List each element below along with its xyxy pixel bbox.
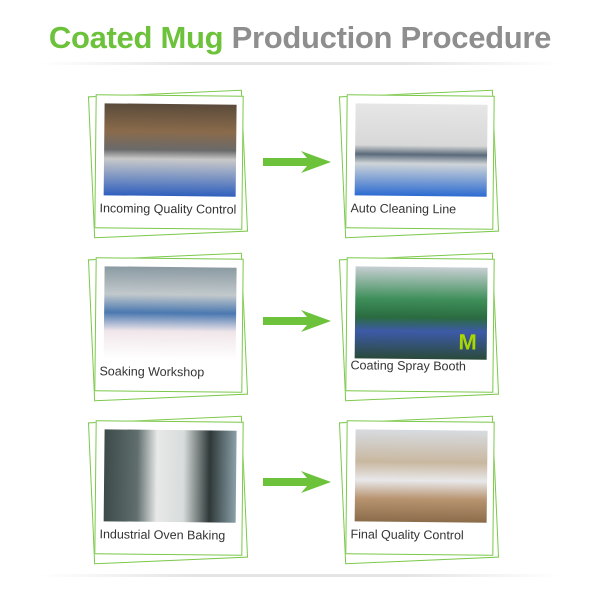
step-label: Coating Spray Booth [350, 358, 467, 374]
step-label: Soaking Workshop [99, 364, 205, 380]
watermark-logo: M [458, 329, 477, 355]
step-card-soaking-workshop: Soaking Workshop [87, 252, 249, 402]
arrow-right-icon [263, 151, 331, 173]
step-card-incoming-quality-control: Incoming Quality Control [87, 89, 249, 239]
step-card-final-quality-control: Final Quality Control [338, 415, 500, 565]
card-front-frame: Final Quality Control [345, 420, 495, 556]
step-label: Incoming Quality Control [99, 201, 237, 217]
photo-auto-cleaning-line [354, 103, 488, 197]
arrow-right-icon [263, 310, 331, 332]
step-label: Final Quality Control [350, 527, 464, 543]
photo-final-quality-control [354, 429, 488, 523]
arrow-right-icon [263, 471, 331, 493]
title-rest: Production Procedure [231, 20, 552, 55]
bottom-divider [40, 574, 560, 577]
photo-coating-spray-booth: M [354, 266, 488, 360]
step-card-industrial-oven-baking: Industrial Oven Baking [87, 415, 249, 565]
photo-industrial-oven-baking [103, 429, 237, 523]
step-label: Auto Cleaning Line [350, 201, 457, 217]
photo-incoming-quality-control [103, 103, 237, 197]
step-card-coating-spray-booth: M Coating Spray Booth [338, 252, 500, 402]
title-highlight: Coated Mug [48, 20, 224, 55]
card-front-frame: Auto Cleaning Line [345, 94, 495, 230]
card-front-frame: Incoming Quality Control [94, 94, 244, 230]
top-divider [40, 62, 560, 65]
photo-soaking-workshop [103, 266, 237, 360]
card-front-frame: Industrial Oven Baking [94, 420, 244, 556]
step-card-auto-cleaning-line: Auto Cleaning Line [338, 89, 500, 239]
page-title: Coated Mug Production Procedure [0, 20, 600, 56]
card-front-frame: Soaking Workshop [94, 257, 244, 393]
step-label: Industrial Oven Baking [99, 527, 226, 543]
card-front-frame: M Coating Spray Booth [345, 257, 495, 393]
